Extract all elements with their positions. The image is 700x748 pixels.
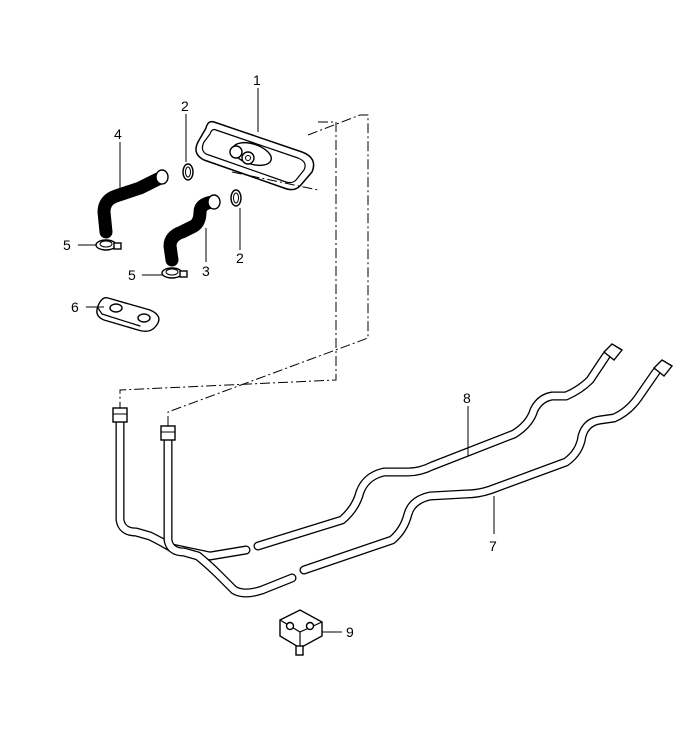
pipe-7-outline-a <box>163 435 297 598</box>
grommet-edge <box>97 307 141 327</box>
pipe-7-fitting-right <box>652 359 674 377</box>
callout-2-upper: 2 <box>181 98 189 114</box>
hose-3-body <box>165 197 217 265</box>
callout-3: 3 <box>202 263 210 279</box>
gasket-inner <box>201 128 306 184</box>
clamp-5-right-tab <box>179 270 188 278</box>
assembly-line-inner <box>167 114 369 426</box>
callout-4: 4 <box>114 126 122 142</box>
clamp-5-right-inner <box>165 268 179 276</box>
hose-4-end-upper <box>155 169 169 185</box>
pipe-8-outline-b <box>253 351 611 551</box>
callout-6: 6 <box>71 299 79 315</box>
clip-2-upper-hole <box>185 166 191 178</box>
callout-8: 8 <box>463 390 471 406</box>
callout-2-lower: 2 <box>236 250 244 266</box>
part-2-clip-lower <box>230 189 242 207</box>
valve-port-left <box>229 145 243 159</box>
callout-1: 1 <box>253 72 261 88</box>
pipe-8-fill-a <box>116 418 250 560</box>
grommet-hole-right <box>137 313 151 323</box>
bracket-hole-right <box>305 621 315 631</box>
part-7-pipe <box>160 359 674 598</box>
part-1-valve-unit <box>195 120 315 191</box>
pipe-7-fitting-left <box>160 425 176 441</box>
bracket-hole-left <box>285 621 295 631</box>
part-5-clamp-right <box>161 267 188 279</box>
grommet-hole-left <box>109 303 123 313</box>
callout-5-left: 5 <box>63 237 71 253</box>
clip-2-lower-hole <box>233 192 239 204</box>
leader-lines <box>78 88 495 633</box>
grommet-body <box>96 296 160 333</box>
pipe-8-fill-b <box>254 352 610 550</box>
pipe-7-fill-a <box>164 436 296 597</box>
bracket-body <box>279 609 323 649</box>
part-6-grommet <box>96 296 160 333</box>
part-8-pipe <box>112 343 624 561</box>
callout-7: 7 <box>489 538 497 554</box>
part-5-clamp-left <box>95 239 122 251</box>
callout-5-right: 5 <box>128 267 136 283</box>
assembly-line-outer <box>119 121 337 408</box>
callout-9: 9 <box>346 624 354 640</box>
part-3-hose <box>163 194 221 267</box>
gasket-outer <box>195 120 315 191</box>
pipe-8-fitting-left <box>112 407 128 423</box>
pipe-7-fill-b <box>300 368 660 574</box>
clamp-5-left-inner <box>99 240 113 248</box>
clamp-5-left-tab <box>113 242 122 250</box>
hose-3-end-upper <box>207 194 221 210</box>
hose-3-texture <box>169 203 211 259</box>
valve-port-right <box>241 151 255 165</box>
callout-labels: 1 2 2 3 4 5 5 6 7 8 9 <box>63 72 497 640</box>
hose-4-body <box>99 173 165 237</box>
pipe-7-outline-b <box>299 367 661 575</box>
bracket-screw <box>295 645 304 656</box>
part-9-bracket <box>279 609 323 656</box>
part-4-hose <box>97 169 169 239</box>
valve-port-hole <box>245 155 251 161</box>
part-2-clip-upper <box>182 163 194 181</box>
clip-2-lower-ring <box>230 189 242 207</box>
clip-2-upper-ring <box>182 163 194 181</box>
pipe-8-fitting-right <box>602 343 624 361</box>
